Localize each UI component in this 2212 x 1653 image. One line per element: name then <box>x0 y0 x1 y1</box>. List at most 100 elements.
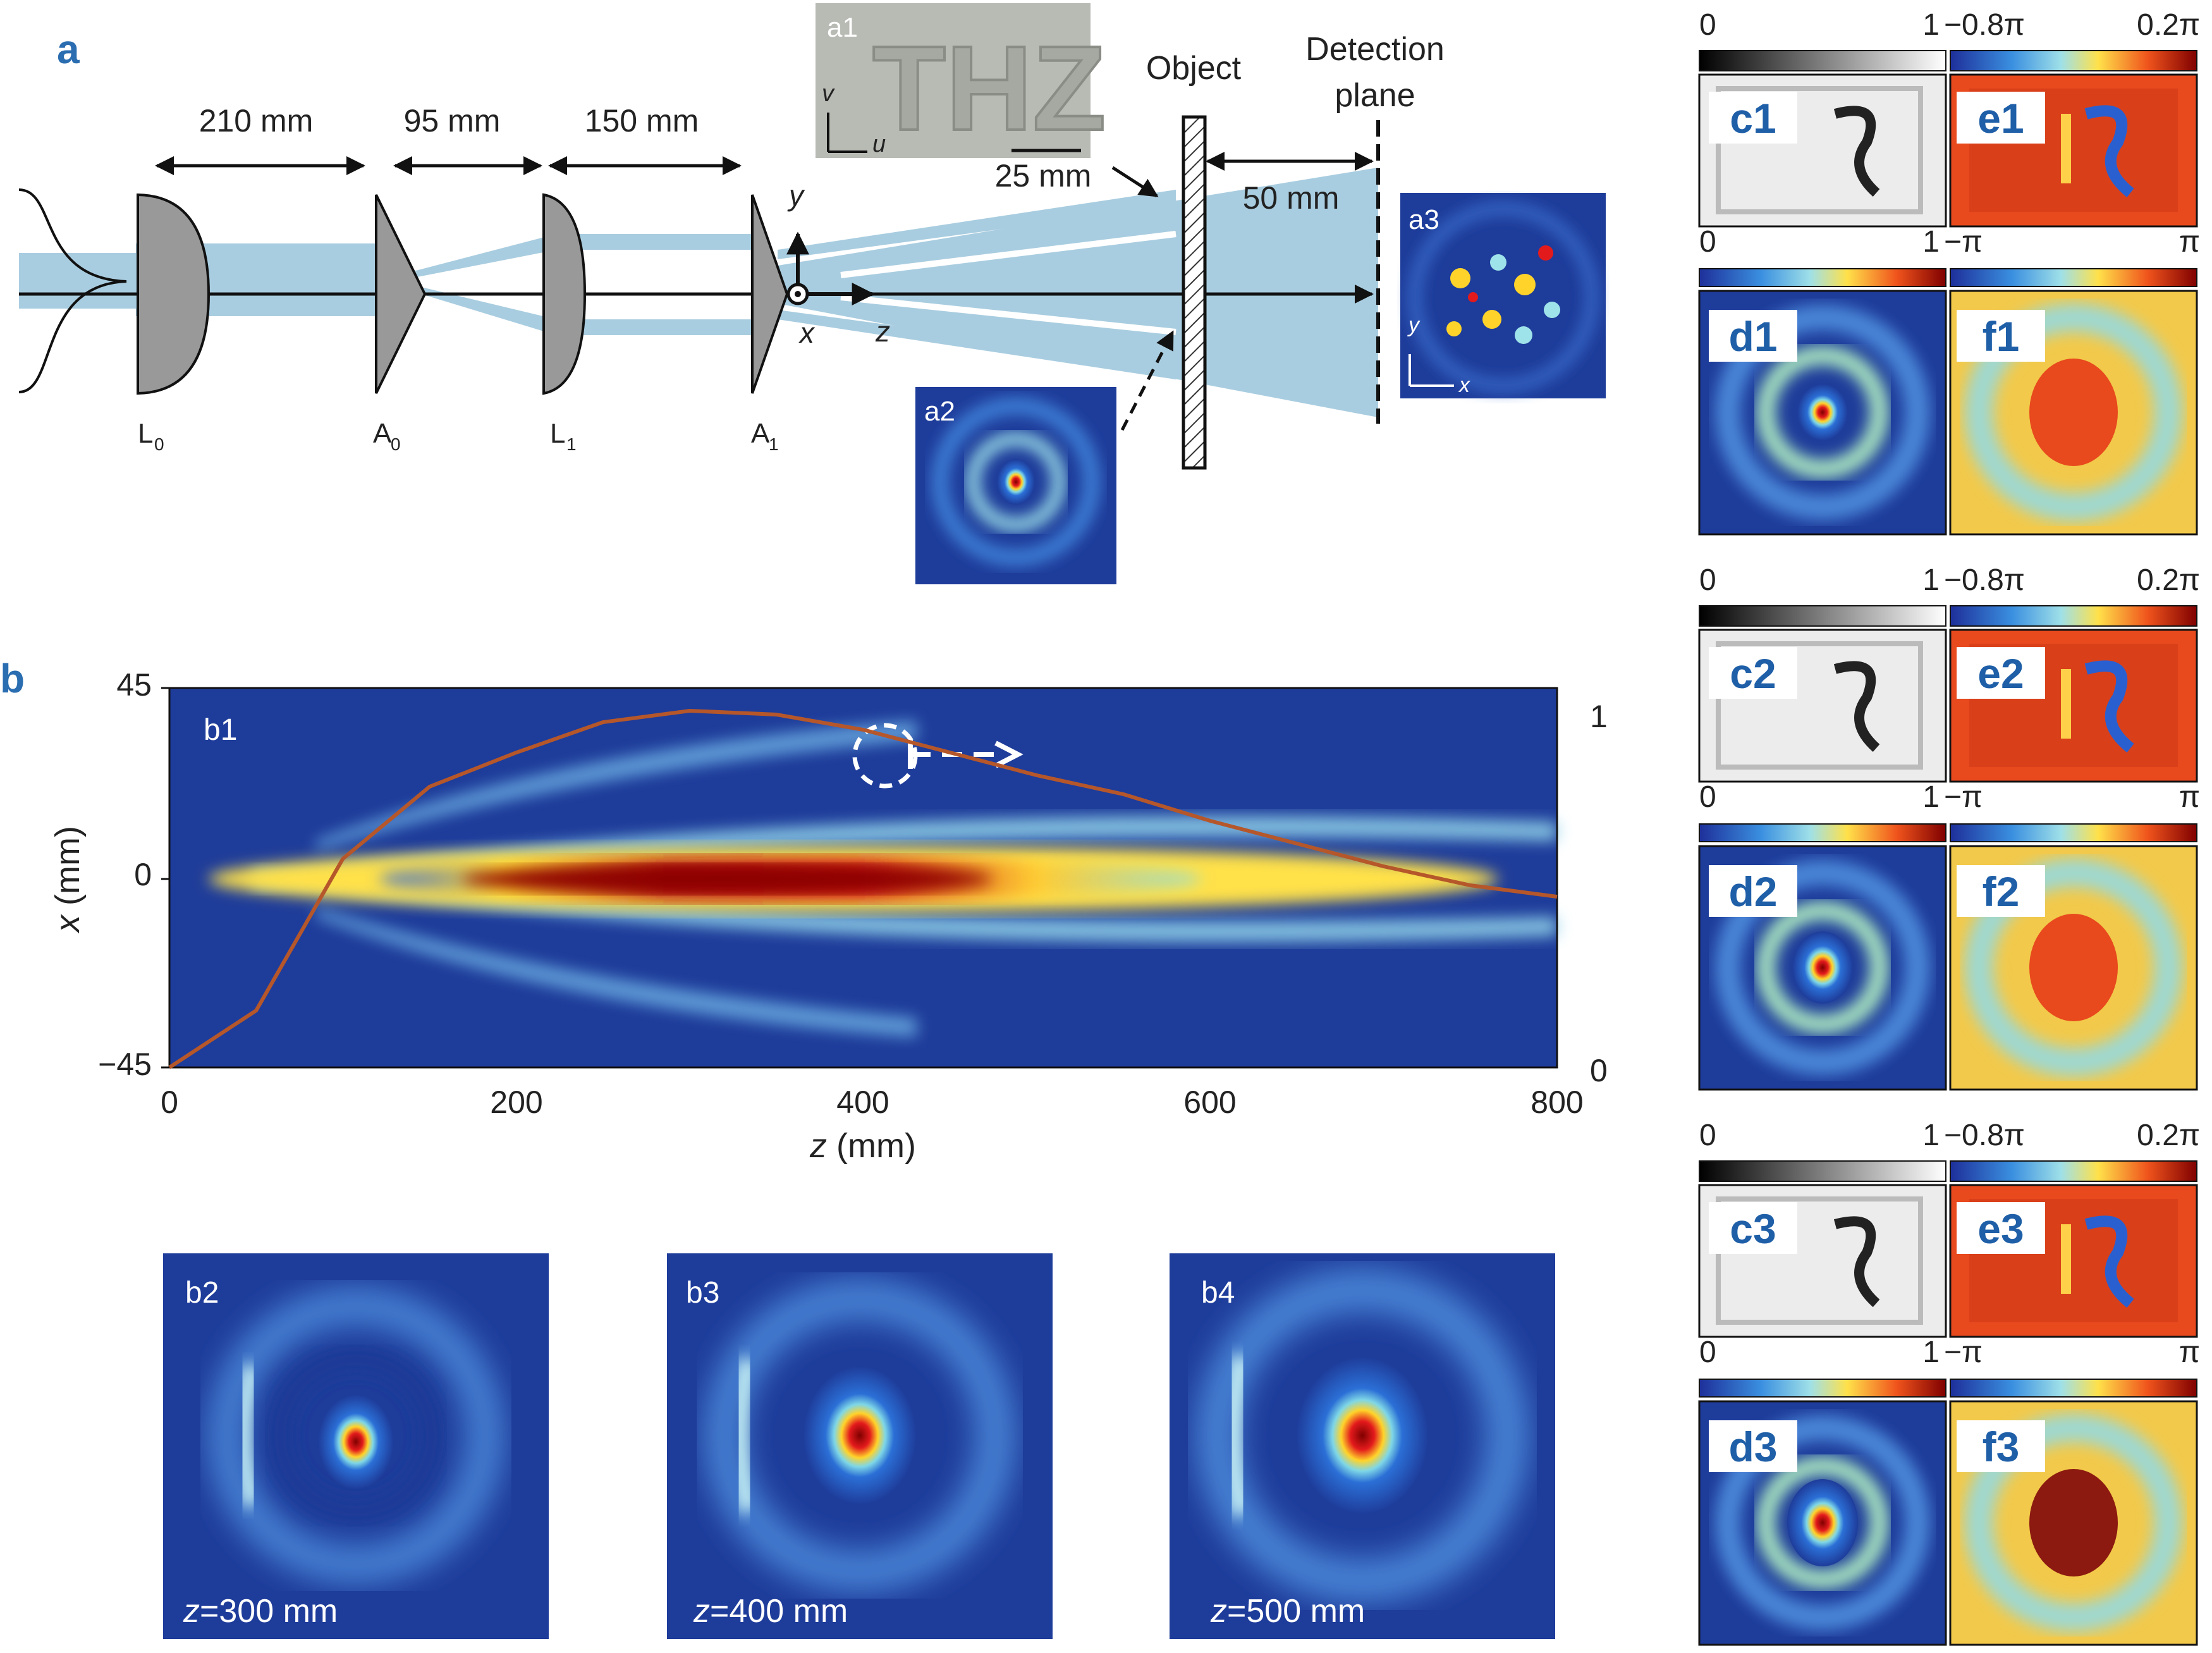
scale-d-min: 0 <box>1699 780 1716 814</box>
lens-l1 <box>542 193 587 395</box>
inset-a3: a3 y x <box>1400 193 1606 398</box>
xtick-0: 0 <box>161 1085 178 1120</box>
scale-d-max: 1 <box>1922 780 1940 814</box>
c1-label: c1 <box>1730 95 1776 142</box>
d2-label: d2 <box>1728 868 1777 915</box>
xtick-600: 600 <box>1183 1085 1236 1120</box>
scale-e-min: −0.8π <box>1944 563 2025 597</box>
label-l0: L <box>138 418 153 449</box>
xtick-800: 800 <box>1531 1085 1583 1120</box>
inset-a1: a1 THZ v u <box>816 3 1107 158</box>
amp-colorbar <box>1699 1379 1946 1398</box>
ytick-0: 0 <box>134 857 152 892</box>
axicon-a0 <box>375 194 427 394</box>
lens-l0 <box>137 193 211 395</box>
axis-y-label: y <box>787 179 805 212</box>
c-label-bg <box>1709 647 1797 699</box>
c-panel-frame <box>1716 641 1923 770</box>
f-label-bg <box>1957 1420 2045 1472</box>
scale-e-max: 0.2π <box>2137 8 2200 42</box>
distance-markers: 210 mm 95 mm 150 mm 50 mm <box>155 103 1374 216</box>
c-z-glyph <box>1833 661 1880 752</box>
scale-c-min: 0 <box>1699 1119 1716 1152</box>
amp-colorbar <box>1699 268 1946 287</box>
dist-50: 50 mm <box>1243 180 1340 216</box>
b4-z: z=500 mm <box>1210 1593 1365 1630</box>
b1-plot: b1 <box>168 687 1558 1069</box>
scale-c-max: 1 <box>1922 1119 1940 1152</box>
f-outer-ring <box>1964 303 2183 522</box>
panel-a-label: a <box>57 27 80 72</box>
e-z-glyph <box>2084 105 2134 198</box>
d-center-spot <box>1792 931 1853 1004</box>
scale-c-max: 1 <box>1922 8 1940 42</box>
e2-label: e2 <box>1977 650 2024 697</box>
label-a0: A <box>373 418 392 449</box>
ytick-neg45: −45 <box>98 1047 152 1082</box>
a3-x-label: x <box>1458 373 1470 397</box>
f-label-bg <box>1957 310 2045 362</box>
scale-f-max: π <box>2179 780 2200 814</box>
label-a1: A <box>751 418 770 449</box>
axis-z-label: z <box>875 315 890 348</box>
e-label-bg <box>1957 1202 2045 1254</box>
scale-c-min: 0 <box>1699 8 1716 42</box>
e1-label: e1 <box>1977 95 2024 142</box>
phase2-colorbar <box>1950 268 2197 287</box>
scale-e-max: 0.2π <box>2137 563 2200 597</box>
e-z-glyph <box>2084 660 2134 753</box>
b2-panel: b2 z=300 mm <box>163 1253 549 1639</box>
d-mid-ring <box>1756 901 1889 1034</box>
amp-colorbar <box>1699 823 1946 842</box>
label-l1: L <box>550 418 565 449</box>
b1-xlabel: z (mm) <box>809 1127 916 1165</box>
scale-e-max: 0.2π <box>2137 1119 2200 1152</box>
f-outer-ring <box>1964 858 2183 1077</box>
object-label: Object <box>1146 50 1242 87</box>
phase2-colorbar <box>1950 1379 2197 1398</box>
xtick-200: 200 <box>490 1085 542 1120</box>
sub-a0: 0 <box>391 434 401 454</box>
sub-l0: 0 <box>154 434 164 454</box>
axicon-a1 <box>751 194 789 394</box>
f-center <box>2029 1469 2118 1576</box>
phase-colorbar <box>1950 605 2197 627</box>
rtick-1: 1 <box>1590 699 1608 734</box>
coordinate-axes: y x z <box>786 179 890 349</box>
panel-b-label: b <box>0 656 25 701</box>
object-plate <box>1182 115 1207 470</box>
phase-colorbar <box>1950 50 2197 71</box>
d-mid-ring <box>1756 1456 1889 1589</box>
d-label-bg <box>1709 865 1797 917</box>
b3-label: b3 <box>686 1276 719 1310</box>
axis-x-label: x <box>798 316 816 349</box>
b4-label: b4 <box>1201 1276 1235 1310</box>
gaussian-profile <box>18 188 127 393</box>
axis-v-label: v <box>822 80 835 107</box>
scale-f-min: −π <box>1944 1336 1983 1369</box>
e-h-glyph <box>2061 114 2071 183</box>
d-mid-ring <box>1756 346 1889 479</box>
d-label-bg <box>1709 1420 1797 1472</box>
scale-d-min: 0 <box>1699 1336 1716 1369</box>
c-label-bg <box>1709 1202 1797 1254</box>
c3-label: c3 <box>1730 1205 1776 1252</box>
ytick-45: 45 <box>116 667 152 703</box>
inset-a1-label: a1 <box>827 12 858 43</box>
b1-profile-line <box>168 708 1558 1069</box>
e-label-bg <box>1957 647 2045 699</box>
scale-e-min: −0.8π <box>1944 8 2025 42</box>
element-labels: L 0 A 0 L 1 A 1 <box>138 418 779 454</box>
scale-c-max: 1 <box>1922 563 1940 597</box>
scale-f-min: −π <box>1944 780 1983 814</box>
phase-colorbar <box>1950 1160 2197 1182</box>
detection-label-1: Detection <box>1305 31 1445 68</box>
dist-95: 95 mm <box>404 103 501 138</box>
scale-f-max: π <box>2179 1336 2200 1369</box>
scale-f-min: −π <box>1944 225 1983 259</box>
b1-ylabel: x (mm) <box>49 826 87 934</box>
xtick-400: 400 <box>836 1085 889 1120</box>
